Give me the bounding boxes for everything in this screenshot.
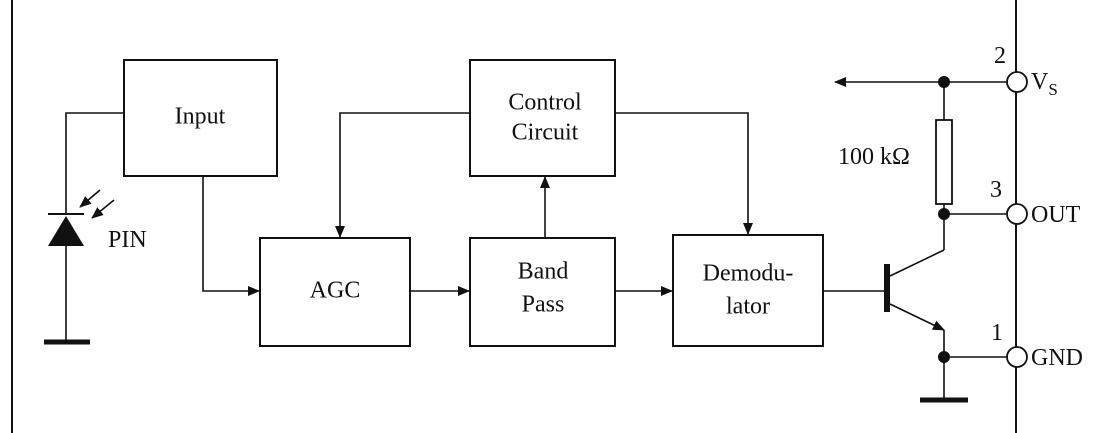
pin-terminal-gnd: 1 GND bbox=[991, 320, 1083, 371]
pin-terminal-vs: 2 VS bbox=[994, 43, 1058, 99]
agc-block-label: AGC bbox=[310, 278, 361, 304]
pin-name-out: OUT bbox=[1031, 202, 1081, 228]
wire-control-to-agc bbox=[335, 112, 470, 238]
resistor-label: 100 kΩ bbox=[838, 144, 910, 170]
demodulator-label-line2: lator bbox=[726, 294, 770, 320]
gnd-junction-dot bbox=[938, 351, 950, 363]
pin-terminal-out: 3 OUT bbox=[990, 177, 1081, 228]
demodulator-label-line1: Demodu- bbox=[703, 261, 794, 287]
agc-block: AGC bbox=[259, 237, 411, 347]
demodulator-block: Demodu- lator bbox=[672, 234, 824, 347]
pin-number-3: 3 bbox=[990, 177, 1002, 203]
output-transistor bbox=[823, 214, 945, 357]
input-block-label: Input bbox=[175, 104, 226, 130]
band-pass-label-line1: Band bbox=[518, 259, 569, 285]
pin-number-1: 1 bbox=[991, 320, 1003, 346]
wire-control-to-demodulator bbox=[615, 112, 753, 235]
band-pass-block: Band Pass bbox=[469, 237, 616, 347]
pullup-resistor: 100 kΩ bbox=[838, 82, 953, 214]
input-block: Input bbox=[123, 59, 278, 177]
wire-input-to-agc bbox=[202, 176, 260, 296]
vs-junction-dot bbox=[938, 76, 950, 88]
control-circuit-label-line2: Circuit bbox=[512, 120, 579, 146]
out-junction-dot bbox=[938, 208, 950, 220]
control-circuit-label-line1: Control bbox=[508, 90, 582, 116]
pin-photodiode: PIN bbox=[44, 112, 147, 345]
photodiode-label: PIN bbox=[108, 227, 147, 253]
pin-name-gnd: GND bbox=[1031, 345, 1083, 371]
pin-name-vs: VS bbox=[1031, 69, 1058, 99]
pin-number-2: 2 bbox=[994, 43, 1006, 69]
control-circuit-block: Control Circuit bbox=[469, 59, 616, 177]
band-pass-label-line2: Pass bbox=[522, 292, 565, 318]
